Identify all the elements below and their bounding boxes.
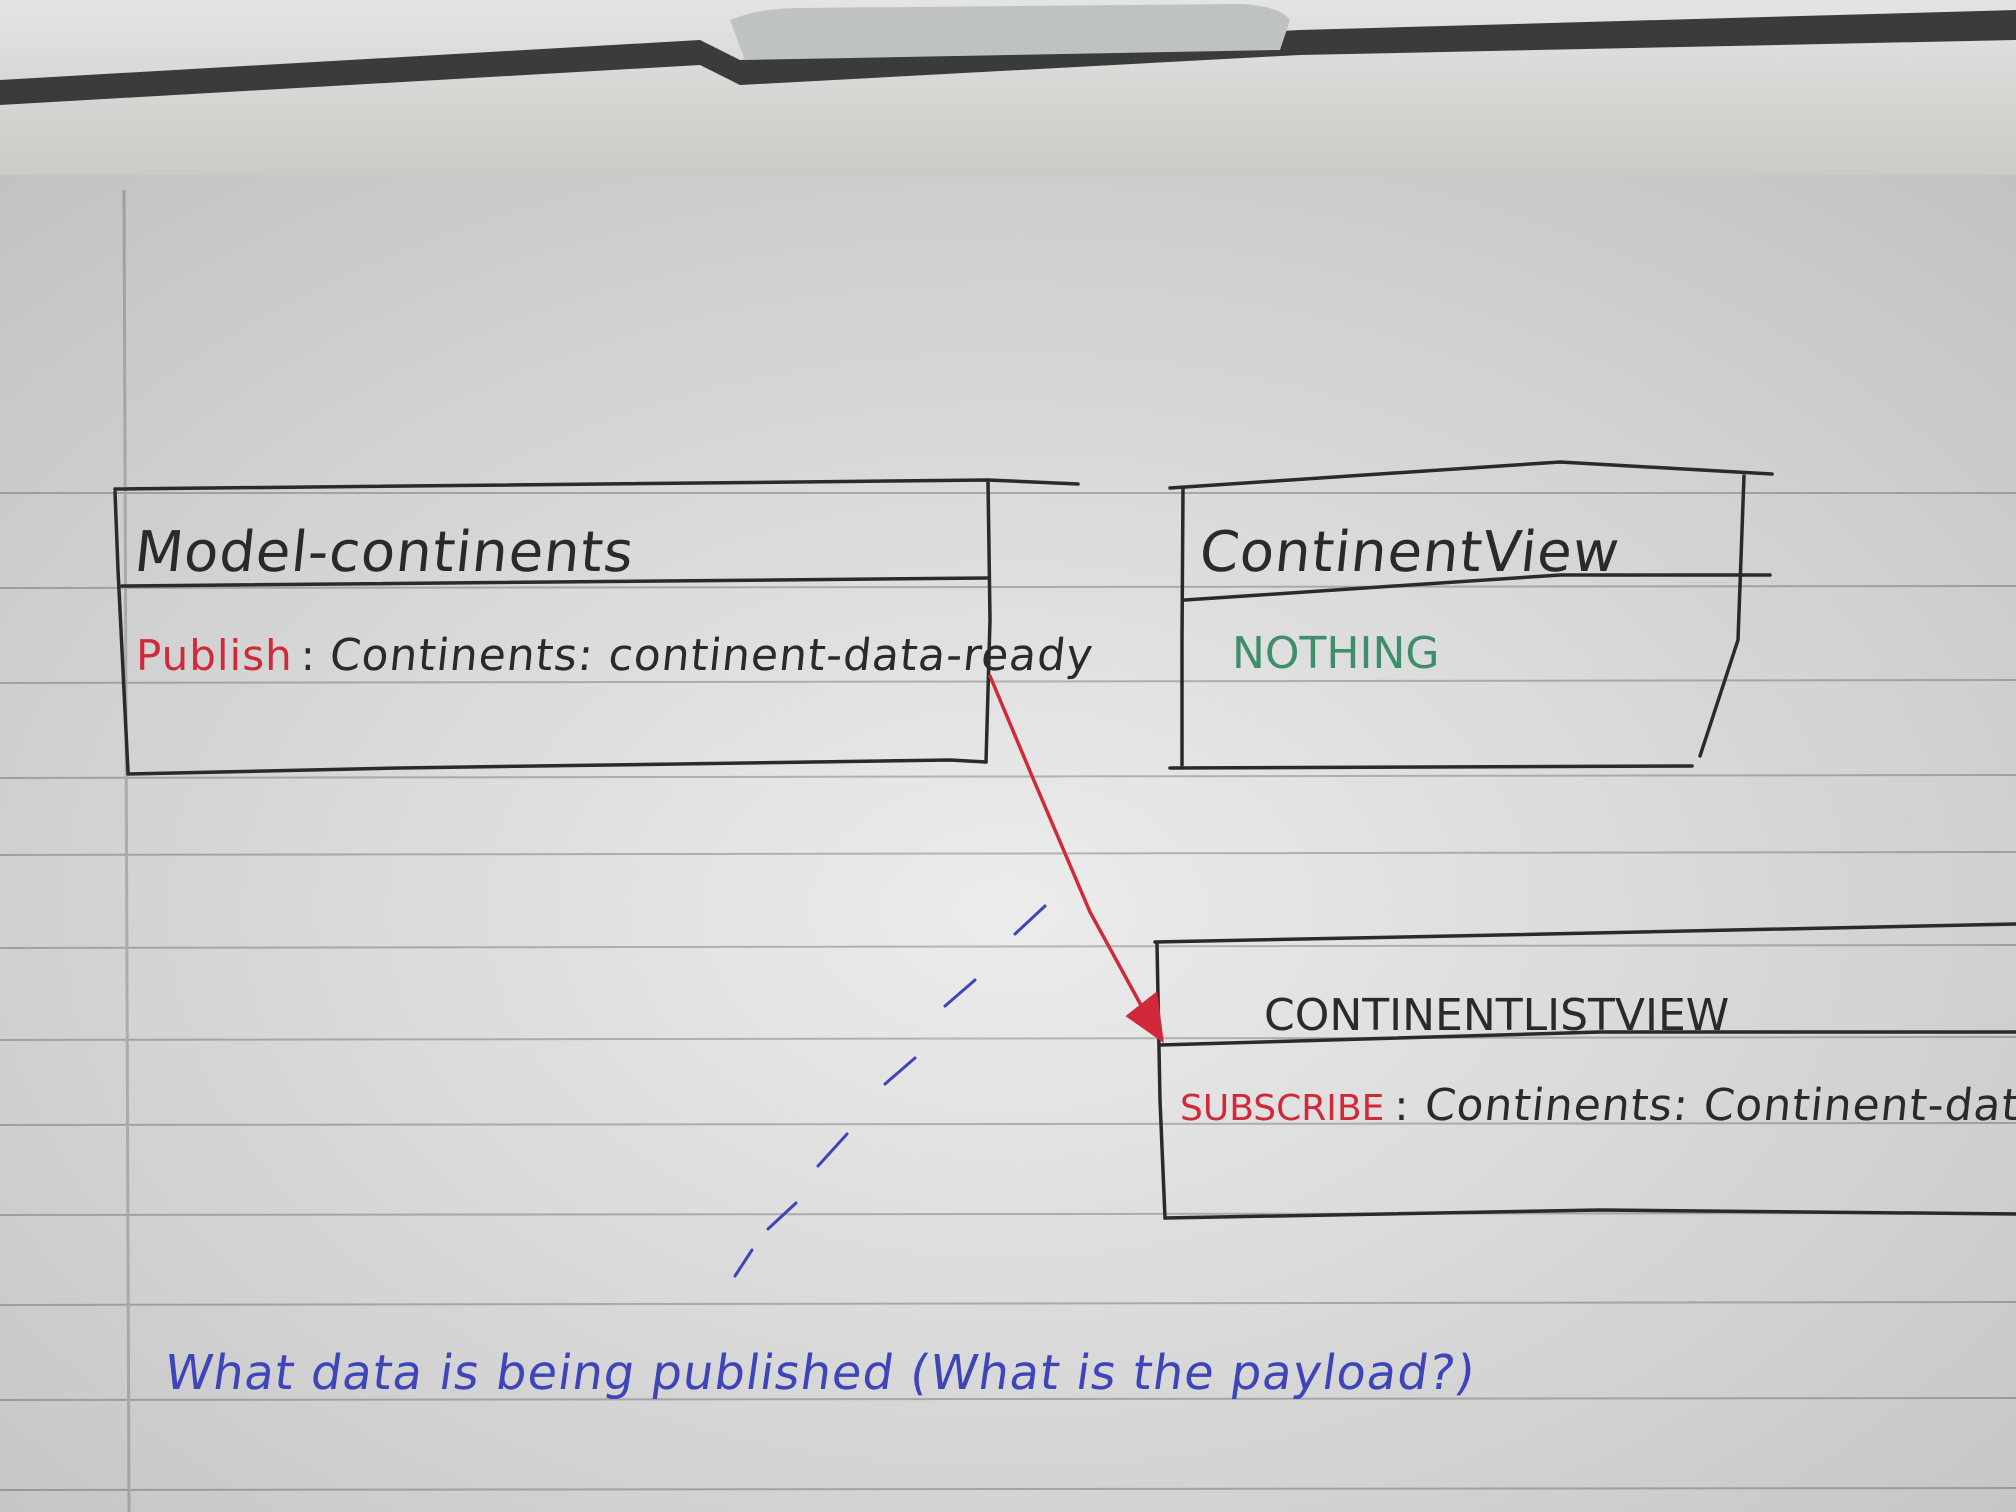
- laptop-hinge: [0, 10, 2016, 105]
- publish-separator: :: [300, 631, 316, 680]
- publish-arrow: [988, 674, 1164, 1044]
- model-publish-line: Publish:Continents: continent-data-ready: [136, 630, 1096, 681]
- model-continents-box: [113, 478, 1080, 776]
- photo-shading: [0, 175, 2016, 1512]
- model-continents-title: Model-continents: [131, 520, 638, 585]
- continent-view-box: [1168, 460, 1774, 770]
- continent-list-view-box: [1153, 922, 2016, 1220]
- payload-question-note: What data is being published (What is th…: [161, 1345, 1480, 1401]
- publish-keyword: Publish: [136, 631, 293, 680]
- subscribe-keyword: SUBSCRIBE: [1180, 1088, 1385, 1129]
- publish-event: Continents: continent-data-ready: [327, 630, 1096, 681]
- continent-list-view-title: CONTINENTLISTVIEW: [1264, 990, 1730, 1041]
- subscribe-event: Continents: Continent-data-ready: [1422, 1080, 2016, 1131]
- laptop-hinge-cover: [730, 4, 1290, 60]
- arrow-head: [1125, 991, 1164, 1044]
- continent-view-member: NOTHING: [1232, 628, 1440, 679]
- list-view-subscribe-line: SUBSCRIBE:Continents: Continent-data-rea…: [1180, 1080, 2016, 1131]
- subscribe-separator: :: [1394, 1081, 1410, 1130]
- continent-view-title: ContinentView: [1196, 520, 1624, 585]
- question-dashed-line: [733, 904, 1047, 1278]
